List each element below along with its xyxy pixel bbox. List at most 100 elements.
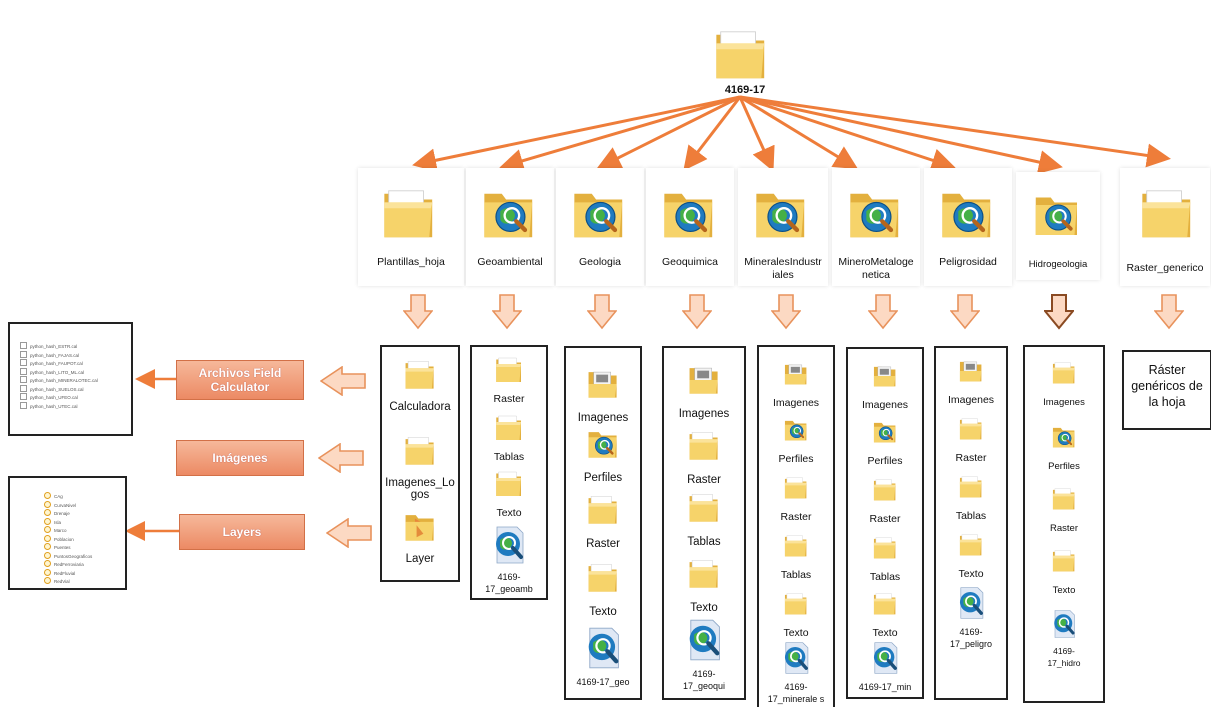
layer-icon xyxy=(44,492,51,499)
folder-label: Plantillas_hoja xyxy=(377,256,445,268)
folder-item-raster[interactable]: Raster xyxy=(848,473,922,525)
layer-icon xyxy=(44,568,51,576)
folder-item-imagenes[interactable]: Imagenes xyxy=(1025,355,1103,409)
folder-item-perfiles[interactable]: Perfiles xyxy=(848,415,922,467)
column-peligrosidad: Imagenes Raster Tablas Texto 4169-17_pel… xyxy=(934,346,1008,700)
file-icon xyxy=(20,401,27,409)
folder-card-raster-generico[interactable]: Raster_generico xyxy=(1120,168,1210,286)
label-field-calculator: Archivos Field Calculator xyxy=(176,360,304,400)
folder-label: Geoquimica xyxy=(661,256,719,268)
folder-item-imagenes[interactable]: Imagenes xyxy=(848,359,922,411)
column-minerales: Imagenes Perfiles Raster Tablas Texto 41… xyxy=(757,345,835,707)
layer-icon xyxy=(44,577,51,584)
file-icon xyxy=(20,393,27,400)
folder-item-imagenes[interactable]: Imagenes xyxy=(759,357,833,409)
file-row: python_hash_FAJAS.cal xyxy=(20,350,98,360)
arrow-to-geologia xyxy=(596,95,741,169)
file-icon xyxy=(20,367,27,375)
file-row: python_hash_MINERALOTEC.cal xyxy=(20,376,98,385)
folder-item-tablas[interactable]: Tablas xyxy=(472,411,546,463)
layer-row: Drenaje xyxy=(44,509,92,518)
folder-item-raster[interactable]: Raster xyxy=(664,424,744,486)
layer-row: RedFerroviaria xyxy=(44,560,92,569)
folder-item-imagenes-logos[interactable]: Imagenes_Logos xyxy=(382,431,458,501)
layer-files-thumbnail: CAg CurvaNivel Drenaje Isla Marco Poblac… xyxy=(8,476,127,590)
map-document-item[interactable]: 4169-17_geoqui xyxy=(664,618,744,692)
map-document-item[interactable]: 4169-17_geoamb xyxy=(472,525,546,595)
file-icon xyxy=(20,350,27,358)
folder-item-texto[interactable]: Texto xyxy=(759,587,833,639)
folder-label: Geologia xyxy=(578,256,622,268)
layer-icon xyxy=(44,551,51,559)
map-document-item[interactable]: 4169-17_min xyxy=(848,641,922,693)
folder-item-imagenes[interactable]: Imagenes xyxy=(664,358,744,420)
layer-row: RedVial xyxy=(44,577,92,586)
layer-row: Marco xyxy=(44,526,92,535)
folder-item-raster[interactable]: Raster xyxy=(566,488,640,550)
arrow-to-minero xyxy=(739,95,859,170)
folder-label: Geoambiental xyxy=(477,256,543,268)
layer-icon xyxy=(44,517,51,525)
layer-row: Puentes xyxy=(44,543,92,552)
map-document-item[interactable]: 4169-17_peligro xyxy=(936,586,1006,650)
folder-item-layer[interactable]: Layer xyxy=(382,507,458,565)
folder-item-tablas[interactable]: Tablas xyxy=(664,486,744,548)
column-minero: Imagenes Perfiles Raster Tablas Texto 41… xyxy=(846,347,924,699)
folder-card-peligrosidad[interactable]: Peligrosidad xyxy=(924,168,1012,286)
file-row: python_hash_UTEC.cal xyxy=(20,401,98,411)
folder-item-tablas[interactable]: Tablas xyxy=(936,470,1006,522)
folder-item-imagenes[interactable]: Imagenes xyxy=(566,362,640,424)
layer-row: Isla xyxy=(44,517,92,527)
folder-card-geoquimica[interactable]: Geoquimica xyxy=(646,168,734,286)
folder-card-geologia[interactable]: Geologia xyxy=(556,168,644,286)
folder-item-texto[interactable]: Texto xyxy=(664,552,744,614)
folder-item-raster[interactable]: Raster xyxy=(936,412,1006,464)
folder-item-imagenes[interactable]: Imagenes xyxy=(936,354,1006,406)
map-document-item[interactable]: 4169-17_geo xyxy=(566,626,640,688)
folder-item-tablas[interactable]: Tablas xyxy=(759,529,833,581)
map-document-item[interactable]: 4169-17_minerale s xyxy=(759,641,833,705)
raster-generico-description: Ráster genéricos de la hoja xyxy=(1122,350,1211,430)
folder-item-texto[interactable]: Texto xyxy=(472,467,546,519)
layer-row: CAg xyxy=(44,492,92,501)
folder-item-texto[interactable]: Texto xyxy=(936,528,1006,580)
layer-icon xyxy=(44,560,51,567)
folder-item-tablas[interactable]: Tablas xyxy=(848,531,922,583)
folder-label: Hidrogeologia xyxy=(1028,259,1088,270)
file-icon xyxy=(20,359,27,366)
folder-label: Raster_generico xyxy=(1126,262,1204,274)
map-document-item[interactable]: 4169-17_hidro xyxy=(1025,609,1103,669)
folder-card-plantillas[interactable]: Plantillas_hoja xyxy=(358,168,464,286)
folder-card-minero[interactable]: MineroMetalogenetica xyxy=(832,168,920,286)
folder-card-minerales[interactable]: MineralesIndustriales xyxy=(738,168,828,286)
folder-item-calculadora[interactable]: Calculadora xyxy=(382,355,458,413)
folder-item-raster[interactable]: Raster xyxy=(759,471,833,523)
file-row: python_hash_UFEO.cal xyxy=(20,393,98,402)
folder-label: MineroMetalogenetica xyxy=(838,256,914,281)
folder-item-texto[interactable]: Texto xyxy=(848,587,922,639)
layer-row: RedFluvial xyxy=(44,568,92,578)
folder-item-perfiles[interactable]: Perfiles xyxy=(759,413,833,465)
root-folder-label: 4169-17 xyxy=(724,84,766,96)
folder-item-texto[interactable]: Texto xyxy=(566,556,640,618)
arrow-to-raster-generico xyxy=(739,95,1171,168)
file-row: python_hash_LITO_ML.cal xyxy=(20,367,98,377)
file-icon xyxy=(20,384,27,392)
field-calculator-files-thumbnail: python_hash_ESTR.cal python_hash_FAJAS.c… xyxy=(8,322,133,436)
file-list: python_hash_ESTR.cal python_hash_FAJAS.c… xyxy=(20,342,98,410)
folder-item-texto[interactable]: Texto xyxy=(1025,543,1103,597)
folder-item-perfiles[interactable]: Perfiles xyxy=(1025,419,1103,473)
folder-card-hidrogeologia[interactable]: Hidrogeologia xyxy=(1016,172,1100,280)
column-geologia: Imagenes Perfiles Raster Texto 4169-17_g… xyxy=(564,346,642,700)
column-geoquimica: Imagenes Raster Tablas Texto 4169-17_geo… xyxy=(662,346,746,700)
folder-card-geoambiental[interactable]: Geoambiental xyxy=(466,168,554,286)
column-plantillas: Calculadora Imagenes_Logos Layer xyxy=(380,345,460,582)
folder-item-raster[interactable]: Raster xyxy=(1025,481,1103,535)
arrow-to-minerales xyxy=(738,96,775,172)
layer-row: CurvaNivel xyxy=(44,500,92,510)
label-layers: Layers xyxy=(179,514,305,550)
folder-item-perfiles[interactable]: Perfiles xyxy=(566,422,640,484)
folder-item-raster[interactable]: Raster xyxy=(472,353,546,405)
